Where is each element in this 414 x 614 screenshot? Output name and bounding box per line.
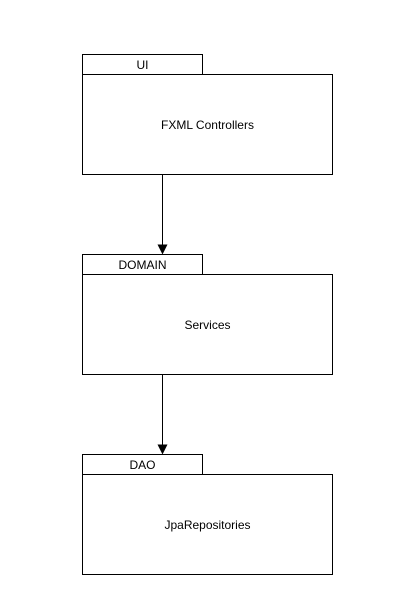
package-dao: DAO JpaRepositories [82, 454, 333, 575]
package-dao-tab-label: DAO [129, 458, 155, 472]
package-dao-body-label: JpaRepositories [164, 518, 250, 532]
package-dao-body [82, 474, 333, 575]
package-domain-body-label: Services [184, 318, 230, 332]
package-domain-body [82, 274, 333, 375]
package-ui: UI FXML Controllers [82, 54, 333, 175]
package-domain-tab-label: DOMAIN [119, 258, 167, 272]
package-ui-body [82, 74, 333, 175]
package-ui-body-label: FXML Controllers [161, 118, 254, 132]
package-domain: DOMAIN Services [82, 254, 333, 375]
package-ui-tab-label: UI [137, 58, 149, 72]
